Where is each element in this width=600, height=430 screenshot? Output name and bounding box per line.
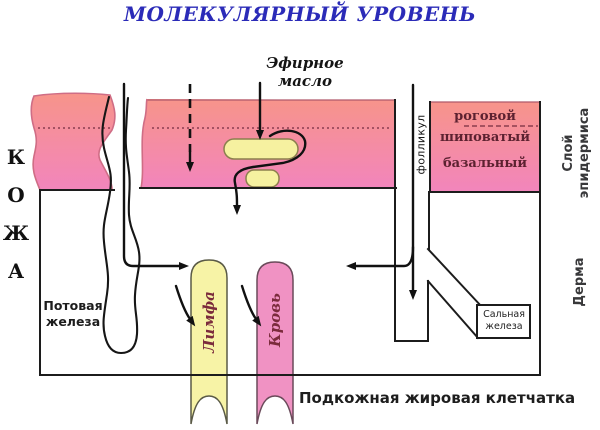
subcutaneous-label: Подкожная жировая клетчатка — [299, 389, 576, 407]
skin-vertical-label: К О Ж А — [2, 146, 30, 283]
layer-label-spinous: шиповатый — [440, 130, 530, 145]
sebaceous-gland-line2: железа — [485, 321, 523, 332]
arrow-pore-to-lymph — [122, 82, 189, 270]
sebaceous-gland-label: Сальная железа — [478, 309, 530, 333]
arrow-into-blood — [240, 284, 262, 327]
epidermis-cell-large — [223, 138, 299, 160]
skin-letter: О — [7, 183, 25, 207]
epidermis-side-line1: Слой — [561, 134, 576, 172]
follicle-channel — [394, 99, 430, 342]
lymph-tube — [190, 259, 228, 425]
skin-letter: К — [6, 145, 26, 169]
blood-label: Кровь — [266, 293, 284, 347]
sweat-gland-duct — [101, 95, 141, 355]
epidermis-left-block — [30, 92, 116, 191]
arrow-follicle-to-dermis — [346, 245, 415, 270]
arrow-intercellular-route — [232, 129, 307, 215]
follicle-label: фолликул — [414, 114, 428, 175]
skin-letter: А — [7, 259, 25, 283]
dermis-outline — [39, 101, 541, 376]
epidermis-left-torn-edge — [140, 98, 148, 189]
sebaceous-gland-box — [476, 304, 531, 339]
epidermis-right-box — [430, 102, 540, 192]
epidermis-cell-small — [245, 169, 280, 188]
blood-tube — [256, 261, 294, 425]
sebaceous-gland-line1: Сальная — [483, 309, 525, 320]
page-title: МОЛЕКУЛЯРНЫЙ УРОВЕНЬ — [123, 2, 477, 26]
sebaceous-duct — [426, 247, 484, 340]
essential-oil-label: Эфирное масло — [266, 54, 344, 90]
sweat-gland-label: Потовая железа — [34, 298, 112, 330]
sweat-gland-line1: Потовая — [43, 298, 103, 313]
dermis-side-label: Дерма — [572, 257, 587, 307]
epidermis-side-label: Слой эпидермиса — [561, 98, 593, 208]
layer-label-basal: базальный — [443, 156, 527, 171]
arrow-into-lymph — [174, 284, 196, 327]
layer-label-corneum: роговой — [454, 109, 516, 124]
skin-letter: Ж — [2, 221, 30, 245]
epidermis-side-line2: эпидермиса — [577, 107, 592, 199]
lymph-label: Лимфа — [200, 291, 218, 353]
sweat-gland-line2: железа — [45, 314, 101, 329]
